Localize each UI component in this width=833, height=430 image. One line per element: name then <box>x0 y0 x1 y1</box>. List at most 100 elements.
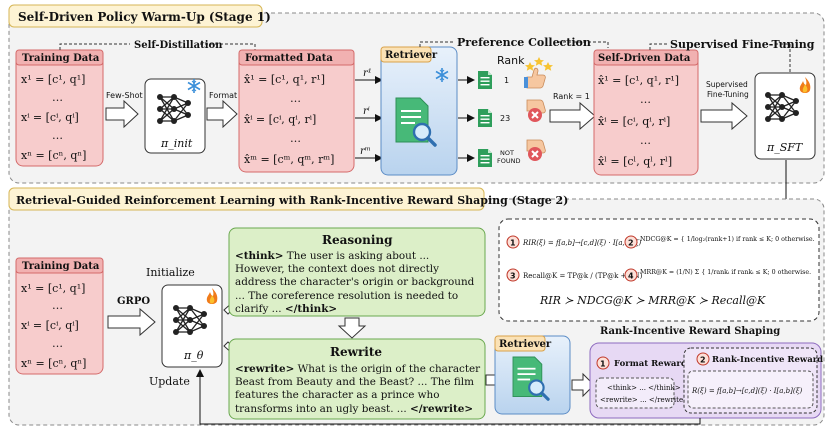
doc-icon <box>478 71 492 89</box>
reward-shaping-title: Rank-Incentive Reward Shaping <box>600 326 780 337</box>
self-driven-data-title: Self-Driven Data <box>598 53 691 64</box>
sft-label: Supervised Fine-Tuning <box>670 38 815 51</box>
stage2-title-box <box>8 187 485 211</box>
update-label: Update <box>149 375 190 388</box>
format-reward-line: <think> ... </think> <box>607 384 681 392</box>
rank-header: Rank <box>497 54 525 67</box>
stage1-title-box <box>8 4 263 28</box>
rank-reward-inner <box>687 370 814 409</box>
self-driven-row: … <box>640 93 651 106</box>
formatted-row: … <box>290 92 301 105</box>
rank-reward-title: Rank-Incentive Reward <box>712 355 823 365</box>
reward-number: 1 <box>600 360 606 369</box>
self-driven-data-header <box>593 49 699 66</box>
metric-number: 1 <box>510 239 516 248</box>
formatted-data-header <box>238 49 355 66</box>
rank-value: 1 <box>504 76 509 85</box>
metric-number: 3 <box>510 272 516 281</box>
few-shot-label: Few-Shot <box>106 91 143 100</box>
training-row: … <box>52 299 63 312</box>
rank-filter-label: Rank = 1 <box>553 92 590 101</box>
training-row: xⁱ = [cⁱ, qⁱ] <box>21 111 79 124</box>
training-row: xⁿ = [cⁿ, qⁿ] <box>21 357 86 370</box>
training-data-header <box>15 257 104 274</box>
metric-number-badge <box>624 235 638 249</box>
metrics-box <box>498 218 820 322</box>
rewrite-text: <rewrite> What is the origin of the char… <box>235 363 481 416</box>
rewrite-close-tag: </rewrite> <box>410 402 474 415</box>
training-row: x¹ = [c¹, q¹] <box>21 282 85 295</box>
formatted-row: x̂¹ = [c¹, q¹, r¹] <box>244 73 325 86</box>
formatted-row: x̂ᵐ = [cᵐ, qᵐ, rᵐ] <box>244 153 334 166</box>
rank-reward-formula: R(ξ) = f[a,b]→[c,d](ξ) · I[a,b](ξ) <box>691 387 802 395</box>
preference-collection-label: Preference Collection <box>457 36 591 49</box>
metric-number-badge <box>624 268 638 282</box>
sft-line <box>649 43 791 72</box>
training-row: xⁿ = [cⁿ, qⁿ] <box>21 149 86 162</box>
r-label: r¹ <box>363 68 372 79</box>
sft-arrow-label: Supervised <box>706 80 748 89</box>
self-distillation-line <box>59 43 256 50</box>
reward-number-badge <box>696 352 710 366</box>
sft-arrow-label: Fine-Tuning <box>707 90 749 99</box>
training-row: … <box>52 129 63 142</box>
pi-sft-label: π_SFT <box>766 141 804 154</box>
training-row: x¹ = [c¹, q¹] <box>21 73 85 86</box>
metric-rir: RIR(ξ) = f[a,b]→[c,d](ξ) · I[a,b](ξ) <box>522 239 642 247</box>
format-reward-inner <box>595 377 675 409</box>
reasoning-box <box>228 227 486 317</box>
stage1-title: Self-Driven Policy Warm-Up (Stage 1) <box>18 10 271 24</box>
think-close-tag: </think> <box>284 302 338 315</box>
update-feedback-arrow <box>196 369 701 425</box>
retriever-title: Retriever <box>385 50 438 61</box>
formatted-row: x̂ⁱ = [cⁱ, qⁱ, rⁱ] <box>244 113 316 126</box>
format-arrow <box>206 99 238 129</box>
thumbs-down-icon <box>526 99 546 123</box>
metric-number-badge <box>506 235 520 249</box>
rank-value-not: NOT <box>500 149 514 157</box>
pi-theta-label: π_θ <box>183 349 204 362</box>
metric-number: 4 <box>628 272 634 281</box>
training-row: … <box>52 337 63 350</box>
reasoning-to-rewrite-arrow <box>337 317 367 339</box>
format-reward-line: <rewrite> ... </rewrite> <box>600 396 689 404</box>
pi-init-label: π_init <box>160 137 193 150</box>
metric-ndcg: NDCG@K = { 1/log₂(rank+1) if rank ≤ K; 0… <box>640 236 815 243</box>
reasoning-body: The user is asking about ... However, th… <box>235 250 475 315</box>
self-driven-row: … <box>640 134 651 147</box>
grpo-arrow <box>107 307 156 337</box>
thumbs-down-icon <box>526 139 546 162</box>
thumbs-up-icon <box>524 57 553 89</box>
initialize-label: Initialize <box>146 266 195 279</box>
reasoning-text: <think> The user is asking about ... How… <box>235 250 481 316</box>
reasoning-title: Reasoning <box>322 233 393 247</box>
retriever-header <box>494 335 546 352</box>
stage2-title: Retrieval-Guided Reinforcement Learning … <box>16 194 568 207</box>
rank-filter-arrow <box>549 101 596 131</box>
sft-arrow <box>700 101 748 131</box>
self-driven-row: x̂ˡ = [cˡ, qˡ, rˡ] <box>598 155 672 168</box>
retriever-header <box>380 46 432 63</box>
metric-mrr: MRR@K = (1/N) Σ { 1/rankᵢ if rankᵢ ≤ K; … <box>640 269 811 276</box>
formatted-row: … <box>290 132 301 145</box>
think-open-tag: <think> <box>235 250 284 262</box>
rewrite-open-tag: <rewrite> <box>235 363 295 375</box>
self-distillation-label: Self-Distillation <box>134 40 223 51</box>
format-label: Format <box>209 91 237 100</box>
training-row: xⁱ = [cⁱ, qⁱ] <box>21 319 79 332</box>
reward-number: 2 <box>700 356 706 365</box>
rank-value-found: FOUND <box>497 157 520 165</box>
training-data-title: Training Data <box>22 53 100 64</box>
rewrite-box <box>228 338 486 420</box>
doc-icon <box>478 149 492 167</box>
metric-number-badge <box>506 268 520 282</box>
training-data-title: Training Data <box>22 261 100 272</box>
metric-ordering: RIR ≻ NDCG@K ≻ MRR@K ≻ Recall@K <box>539 294 766 307</box>
self-driven-row: x̂¹ = [c¹, q¹, r¹] <box>598 74 679 87</box>
rewrite-body: What is the origin of the character Beas… <box>235 363 481 415</box>
training-row: … <box>52 91 63 104</box>
grpo-label: GRPO <box>117 296 150 307</box>
self-driven-row: x̂ⁱ = [cⁱ, qⁱ, rⁱ] <box>598 115 670 128</box>
